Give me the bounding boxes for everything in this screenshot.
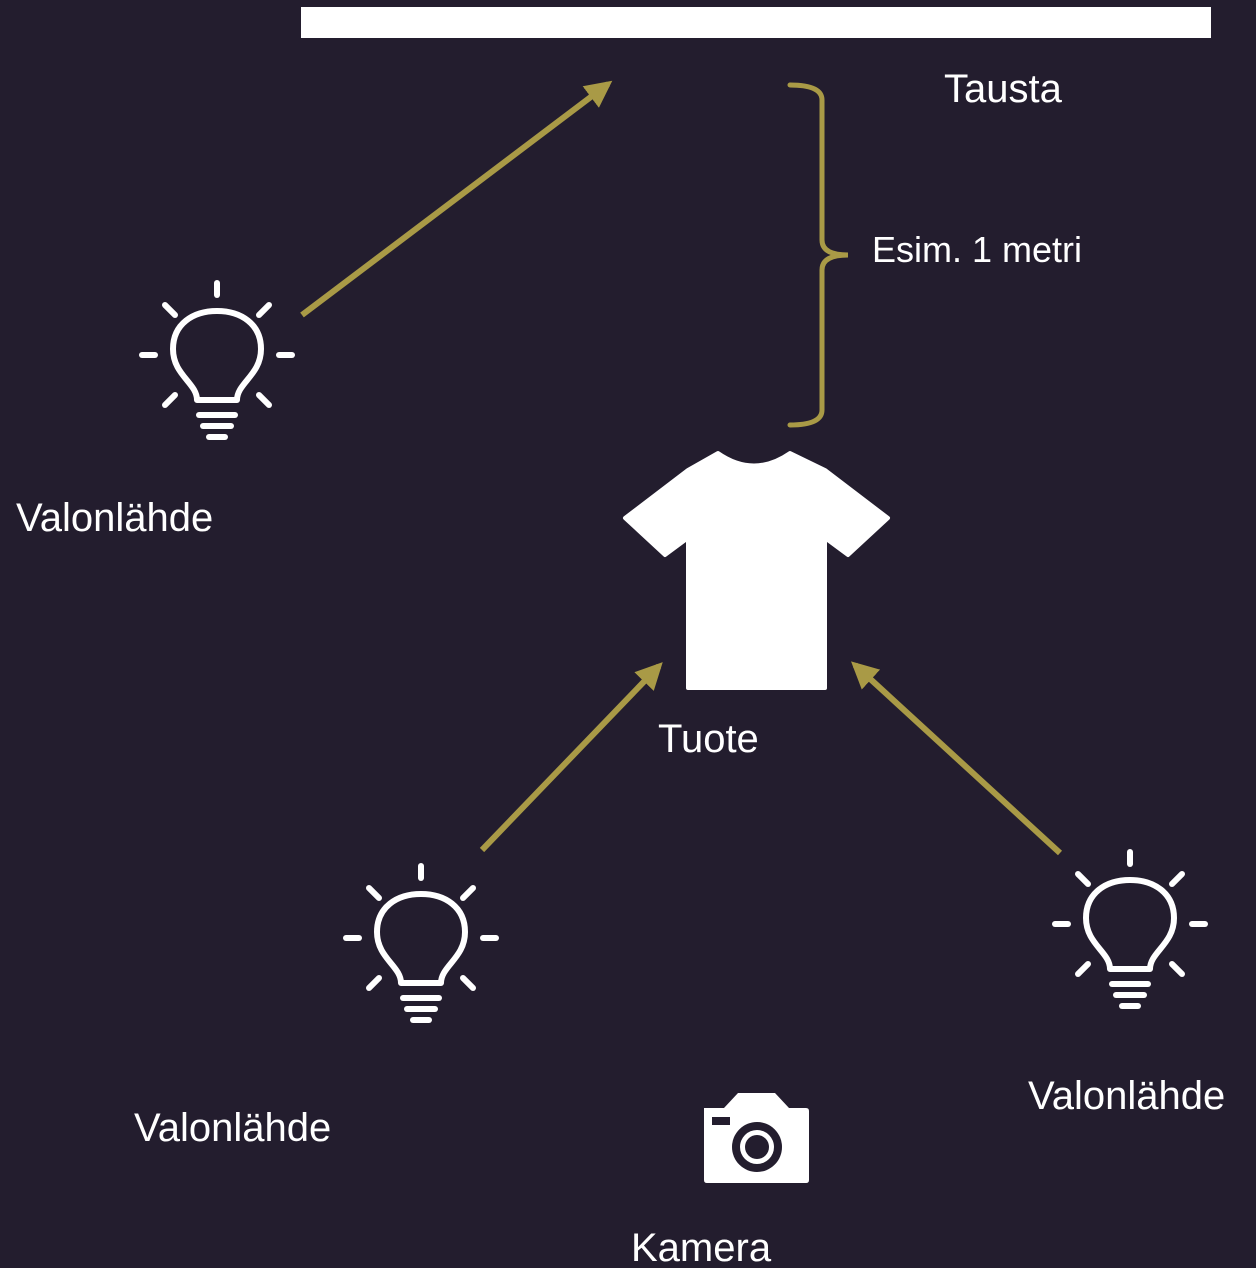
backdrop-bar [301,7,1211,38]
arrow-left-light-to-backdrop [300,80,613,318]
arrow-bottom-light-to-product [479,662,663,853]
tshirt-icon [623,451,890,690]
camera-icon [704,1093,809,1183]
lightbulb-icon [346,866,496,1020]
light-left-label: Valonlähde [16,496,214,540]
lightbulb-icon [142,283,292,437]
lightbulb-icon [1055,852,1205,1006]
distance-label: Esim. 1 metri [872,229,1083,270]
arrow-right-light-to-product [851,661,1063,856]
light-bottom-label: Valonlähde [134,1106,332,1150]
product-label: Tuote [658,717,759,761]
distance-brace [787,82,849,428]
camera-label: Kamera [631,1226,772,1268]
backdrop-label: Tausta [944,67,1062,111]
light-right-label: Valonlähde [1028,1074,1226,1118]
